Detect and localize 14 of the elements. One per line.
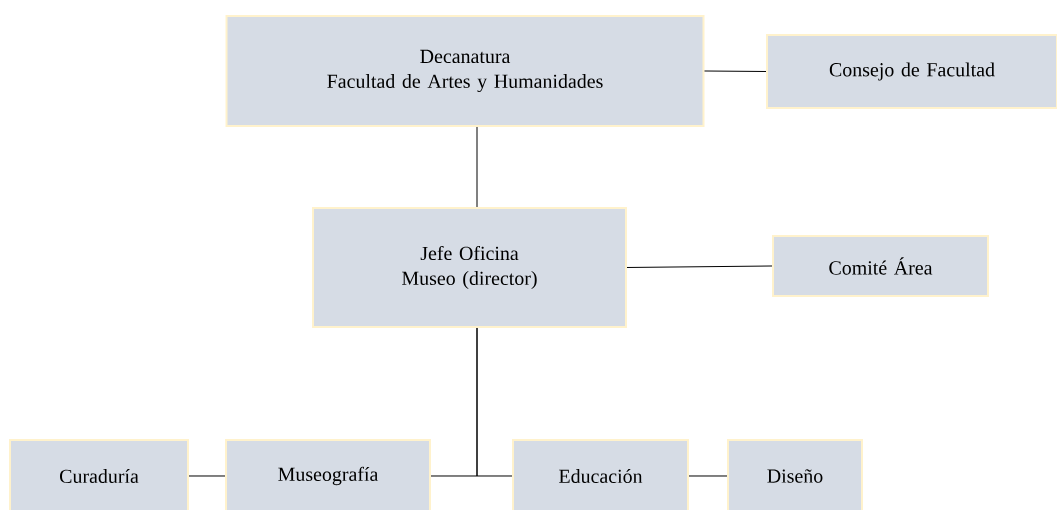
connector-line <box>688 475 728 477</box>
org-box: Jefe Oficina Museo (director) <box>312 207 627 328</box>
org-box: Consejo de Facultad <box>766 34 1057 109</box>
org-box: Diseño <box>727 439 863 510</box>
org-box: Comité Área <box>772 235 989 297</box>
org-box: Curaduría <box>9 439 189 510</box>
connector-line <box>476 327 513 477</box>
org-box: Museografía <box>225 439 431 510</box>
org-box: Educación <box>512 439 689 510</box>
connector-line <box>476 126 478 208</box>
connector-line <box>626 265 773 268</box>
connector-line <box>704 70 767 72</box>
org-box: Decanatura Facultad de Artes y Humanidades <box>225 15 705 127</box>
connector-line <box>188 475 226 477</box>
